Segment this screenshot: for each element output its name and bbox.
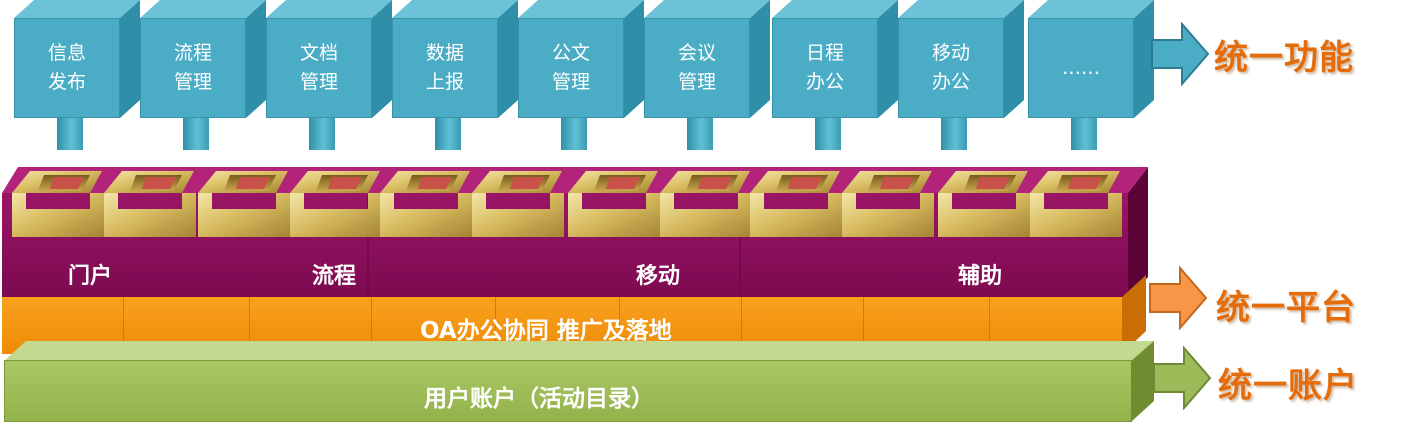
cube-stem	[1071, 118, 1097, 150]
cube-side	[498, 0, 518, 118]
cube-top	[518, 0, 644, 18]
module-face: 文档管理	[266, 18, 372, 118]
title-unified-functions: 统一功能	[1214, 38, 1354, 78]
module-label: 管理	[299, 71, 338, 93]
cube-side	[372, 0, 392, 118]
cube-stem	[687, 118, 713, 150]
band-cell	[864, 297, 990, 354]
module-label: 管理	[173, 71, 212, 93]
socket	[568, 171, 660, 237]
module-face: 流程管理	[140, 18, 246, 118]
cube-stem	[561, 118, 587, 150]
cube-top	[392, 0, 518, 18]
band-cell	[496, 297, 620, 354]
socket	[472, 171, 564, 237]
module-label: 信息	[47, 42, 86, 64]
cube-top	[266, 0, 392, 18]
socket	[198, 171, 290, 237]
socket	[1030, 171, 1122, 237]
cube-side	[878, 0, 898, 118]
platform-label-mobile: 移动	[636, 264, 681, 289]
module-cube: ……	[1016, 0, 1156, 150]
module-label: 管理	[677, 71, 716, 93]
band-cell	[2, 297, 124, 354]
cube-stem	[815, 118, 841, 150]
cube-top	[14, 0, 140, 18]
platform-label-auxiliary: 辅助	[958, 264, 1003, 289]
cube-side	[750, 0, 770, 118]
module-face: 数据上报	[392, 18, 498, 118]
module-cube: 会议管理	[632, 0, 772, 150]
module-label: 日程	[805, 42, 844, 64]
module-face: ……	[1028, 18, 1134, 118]
module-label: 数据	[425, 42, 464, 64]
arrow-right-icon	[1153, 346, 1212, 410]
cube-top	[140, 0, 266, 18]
cube-stem	[941, 118, 967, 150]
green-band-top	[4, 341, 1154, 361]
green-band-side	[1131, 341, 1154, 422]
cube-side	[246, 0, 266, 118]
module-label: 流程	[173, 42, 212, 64]
socket	[660, 171, 752, 237]
cube-stem	[309, 118, 335, 150]
module-label: 管理	[551, 71, 590, 93]
cube-top	[644, 0, 770, 18]
module-face: 公文管理	[518, 18, 624, 118]
platform-label-portal: 门户	[68, 264, 113, 289]
module-label: 公文	[551, 42, 590, 64]
module-face: 信息发布	[14, 18, 120, 118]
platform-label-workflow: 流程	[312, 264, 357, 289]
module-label: 移动	[931, 42, 970, 64]
cube-top	[772, 0, 898, 18]
orange-band-text: OA办公协同 推广及落地	[420, 318, 672, 344]
arrow-right-icon	[1151, 22, 1210, 86]
cube-side	[120, 0, 140, 118]
title-unified-platform: 统一平台	[1216, 288, 1356, 328]
cube-side	[1004, 0, 1024, 118]
cube-top	[898, 0, 1024, 18]
band-cell	[250, 297, 372, 354]
orange-band-side	[1122, 275, 1146, 354]
socket	[380, 171, 472, 237]
module-label: 文档	[299, 42, 338, 64]
socket	[12, 171, 104, 237]
module-cube: 流程管理	[128, 0, 268, 150]
module-cube: 移动办公	[886, 0, 1026, 150]
module-cube: 数据上报	[380, 0, 520, 150]
cube-stem	[183, 118, 209, 150]
module-label: 办公	[805, 71, 844, 93]
module-label: ……	[1062, 56, 1100, 79]
module-face: 日程办公	[772, 18, 878, 118]
green-band-text: 用户账户（活动目录）	[424, 386, 654, 412]
socket	[842, 171, 934, 237]
cube-top	[1028, 0, 1154, 18]
green-band	[4, 360, 1132, 422]
arrow-right-icon	[1149, 266, 1208, 330]
module-face: 移动办公	[898, 18, 1004, 118]
socket	[750, 171, 842, 237]
module-cube: 文档管理	[254, 0, 394, 150]
cube-stem	[435, 118, 461, 150]
module-label: 上报	[425, 71, 464, 93]
socket	[290, 171, 382, 237]
band-cell	[372, 297, 496, 354]
socket	[104, 171, 196, 237]
module-cube: 公文管理	[506, 0, 646, 150]
module-label: 会议	[677, 42, 716, 64]
cube-stem	[57, 118, 83, 150]
cube-side	[624, 0, 644, 118]
socket	[938, 171, 1030, 237]
module-cube: 日程办公	[760, 0, 900, 150]
module-face: 会议管理	[644, 18, 750, 118]
cube-side	[1134, 0, 1154, 118]
module-label: 办公	[931, 71, 970, 93]
title-unified-account: 统一账户	[1218, 366, 1358, 406]
band-cell	[124, 297, 250, 354]
module-label: 发布	[47, 71, 86, 93]
module-cube: 信息发布	[2, 0, 142, 150]
band-cell	[742, 297, 864, 354]
band-cell	[620, 297, 742, 354]
